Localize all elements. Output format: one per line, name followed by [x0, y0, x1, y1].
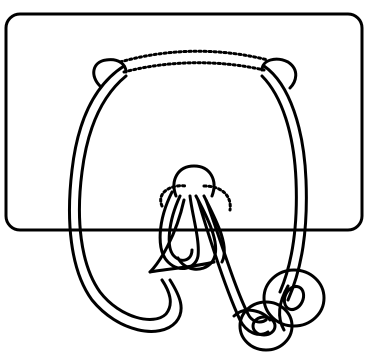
wire-loop-right-inner	[260, 74, 298, 294]
hidden-wire-top-inner	[122, 61, 266, 74]
wire-cross-left	[148, 198, 186, 274]
wire-ring-link	[148, 260, 216, 274]
ring-large-wire	[278, 284, 290, 332]
peg-right	[260, 57, 298, 90]
ring-large	[262, 268, 326, 328]
wire-loop-right-outer	[262, 64, 308, 302]
ring-small-wire	[232, 308, 272, 322]
ring-small	[238, 300, 294, 352]
ring-large-hole	[282, 284, 306, 312]
hidden-wire-top-outer	[118, 49, 270, 64]
ring-small-hole	[251, 315, 277, 337]
wire-cross-right-inner	[204, 198, 268, 324]
board	[4, 12, 364, 232]
wire-center-loop-b	[167, 194, 194, 262]
hidden-center-circle	[159, 184, 232, 212]
peg-center	[172, 164, 216, 198]
wire-loop-left-outer	[68, 64, 183, 333]
wire-loop-left-inner	[77, 74, 172, 321]
